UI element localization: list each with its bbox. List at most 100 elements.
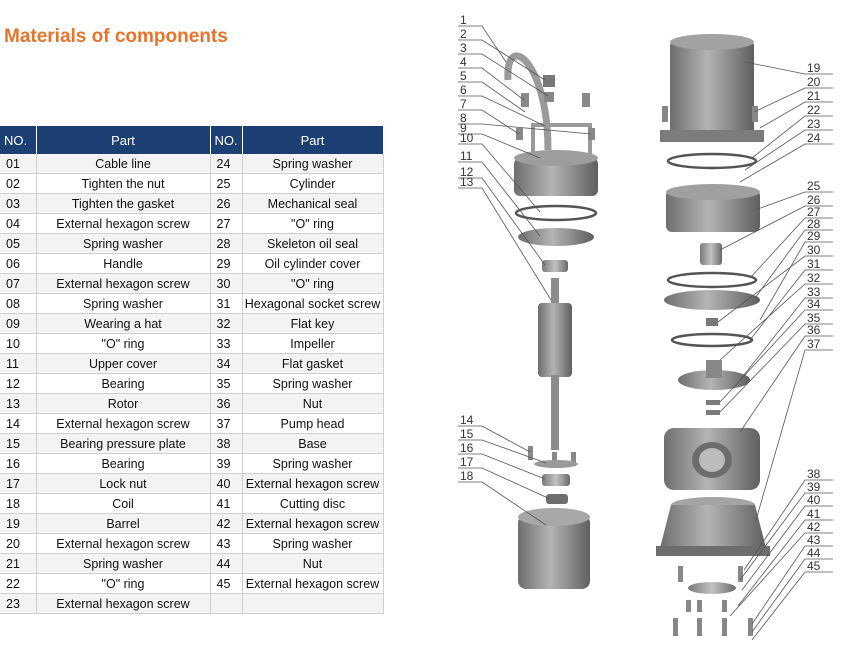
cell-no: 31 bbox=[210, 293, 243, 314]
cell-part: "O" ring bbox=[36, 333, 211, 354]
callout-label: 36 bbox=[807, 323, 821, 337]
cell-part: "O" ring bbox=[36, 573, 211, 594]
cell-part: Spring washer bbox=[242, 373, 384, 394]
cell-part: Spring washer bbox=[36, 233, 211, 254]
callout-label: 45 bbox=[807, 559, 821, 573]
cell-no: 42 bbox=[210, 513, 243, 534]
callout-leader bbox=[458, 133, 541, 159]
callout-label: 22 bbox=[807, 103, 821, 117]
callout-label: 32 bbox=[807, 271, 821, 285]
callout-label: 43 bbox=[807, 533, 821, 547]
cell-no: 16 bbox=[0, 453, 37, 474]
bottom-screws-part bbox=[673, 566, 753, 636]
callout-leader bbox=[759, 241, 833, 321]
callout-label: 8 bbox=[460, 111, 467, 125]
callout-leader bbox=[458, 53, 549, 97]
callout-leader bbox=[754, 229, 833, 299]
callout-leader bbox=[729, 532, 833, 617]
cell-no: 07 bbox=[0, 273, 37, 294]
cell-part: Wearing a hat bbox=[36, 313, 211, 334]
handle-part bbox=[516, 93, 595, 160]
callout-label: 18 bbox=[460, 469, 474, 483]
cell-part: Flat gasket bbox=[242, 353, 384, 374]
cell-part: Bearing pressure plate bbox=[36, 433, 211, 454]
cell-part: External hexagon screw bbox=[36, 413, 211, 434]
callout-label: 17 bbox=[460, 455, 474, 469]
callout-label: 41 bbox=[807, 507, 821, 521]
cell-no: 34 bbox=[210, 353, 243, 374]
callout-label: 24 bbox=[807, 131, 821, 145]
callout-label: 27 bbox=[807, 205, 821, 219]
callout-leader bbox=[754, 191, 833, 211]
cell-part: Bearing bbox=[36, 453, 211, 474]
callout-leader bbox=[458, 187, 552, 301]
callout-label: 31 bbox=[807, 257, 821, 271]
cell-no: 45 bbox=[210, 573, 243, 594]
cell-part: Bearing bbox=[36, 373, 211, 394]
cell-no: 29 bbox=[210, 253, 243, 274]
cell-part: External hexagon screw bbox=[242, 513, 384, 534]
callout-leader bbox=[744, 129, 833, 171]
cell-no: 03 bbox=[0, 193, 37, 214]
cell-part: External hexagon screw bbox=[36, 213, 211, 234]
cell-part: External hexagon screw bbox=[36, 533, 211, 554]
callout-leader bbox=[744, 61, 833, 75]
cell-no: 15 bbox=[0, 433, 37, 454]
callout-leader bbox=[741, 505, 833, 591]
cell-no: 44 bbox=[210, 553, 243, 574]
washer-nut-part bbox=[706, 400, 720, 415]
o-ring-part bbox=[514, 204, 598, 222]
callout-label: 3 bbox=[460, 41, 467, 55]
callout-label: 10 bbox=[460, 131, 474, 145]
cell-no: 37 bbox=[210, 413, 243, 434]
exploded-pump-diagram: 1234567891011121314151617181920212223242… bbox=[458, 13, 833, 641]
cell-part: Base bbox=[242, 433, 384, 454]
cell-no: 19 bbox=[0, 513, 37, 534]
cell-part: Impeller bbox=[242, 333, 384, 354]
cell-part: Flat key bbox=[242, 313, 384, 334]
flat-key-part bbox=[706, 318, 718, 326]
callout-leader bbox=[717, 255, 833, 323]
callout-label: 42 bbox=[807, 520, 821, 534]
cell-part: Hexagonal socket screw bbox=[242, 293, 384, 314]
callout-label: 20 bbox=[807, 75, 821, 89]
cell-part: Cylinder bbox=[242, 173, 384, 194]
cell-no: 41 bbox=[210, 493, 243, 514]
callout-leader bbox=[749, 217, 833, 279]
callout-label: 38 bbox=[807, 467, 821, 481]
cell-no: 05 bbox=[0, 233, 37, 254]
cell-part: Tighten the nut bbox=[36, 173, 211, 194]
cell-no: 18 bbox=[0, 493, 37, 514]
impeller-part bbox=[678, 360, 750, 390]
callout-leader bbox=[719, 309, 833, 403]
callout-leader bbox=[458, 439, 547, 464]
cell-part: "O" ring bbox=[242, 273, 384, 294]
cell-part: External hexagon screw bbox=[36, 593, 211, 614]
callout-leader bbox=[458, 81, 526, 113]
wearing-hat-part bbox=[514, 150, 598, 196]
callout-leader bbox=[751, 115, 833, 159]
callout-leader bbox=[739, 297, 833, 381]
callout-layer: 1234567891011121314151617181920212223242… bbox=[458, 13, 833, 641]
cell-no: 36 bbox=[210, 393, 243, 414]
callout-leader bbox=[458, 39, 546, 81]
o-ring-part bbox=[666, 152, 758, 170]
callout-label: 34 bbox=[807, 297, 821, 311]
cell-part: Nut bbox=[242, 393, 384, 414]
bearing-plate-part bbox=[528, 446, 578, 504]
header-no: NO. bbox=[210, 126, 243, 154]
cell-part: "O" ring bbox=[242, 213, 384, 234]
cell-part: Spring washer bbox=[36, 553, 211, 574]
callout-label: 4 bbox=[460, 55, 467, 69]
callout-leader bbox=[458, 481, 547, 526]
cell-no: 33 bbox=[210, 333, 243, 354]
screw-part bbox=[662, 106, 668, 122]
callout-leader bbox=[719, 323, 833, 413]
